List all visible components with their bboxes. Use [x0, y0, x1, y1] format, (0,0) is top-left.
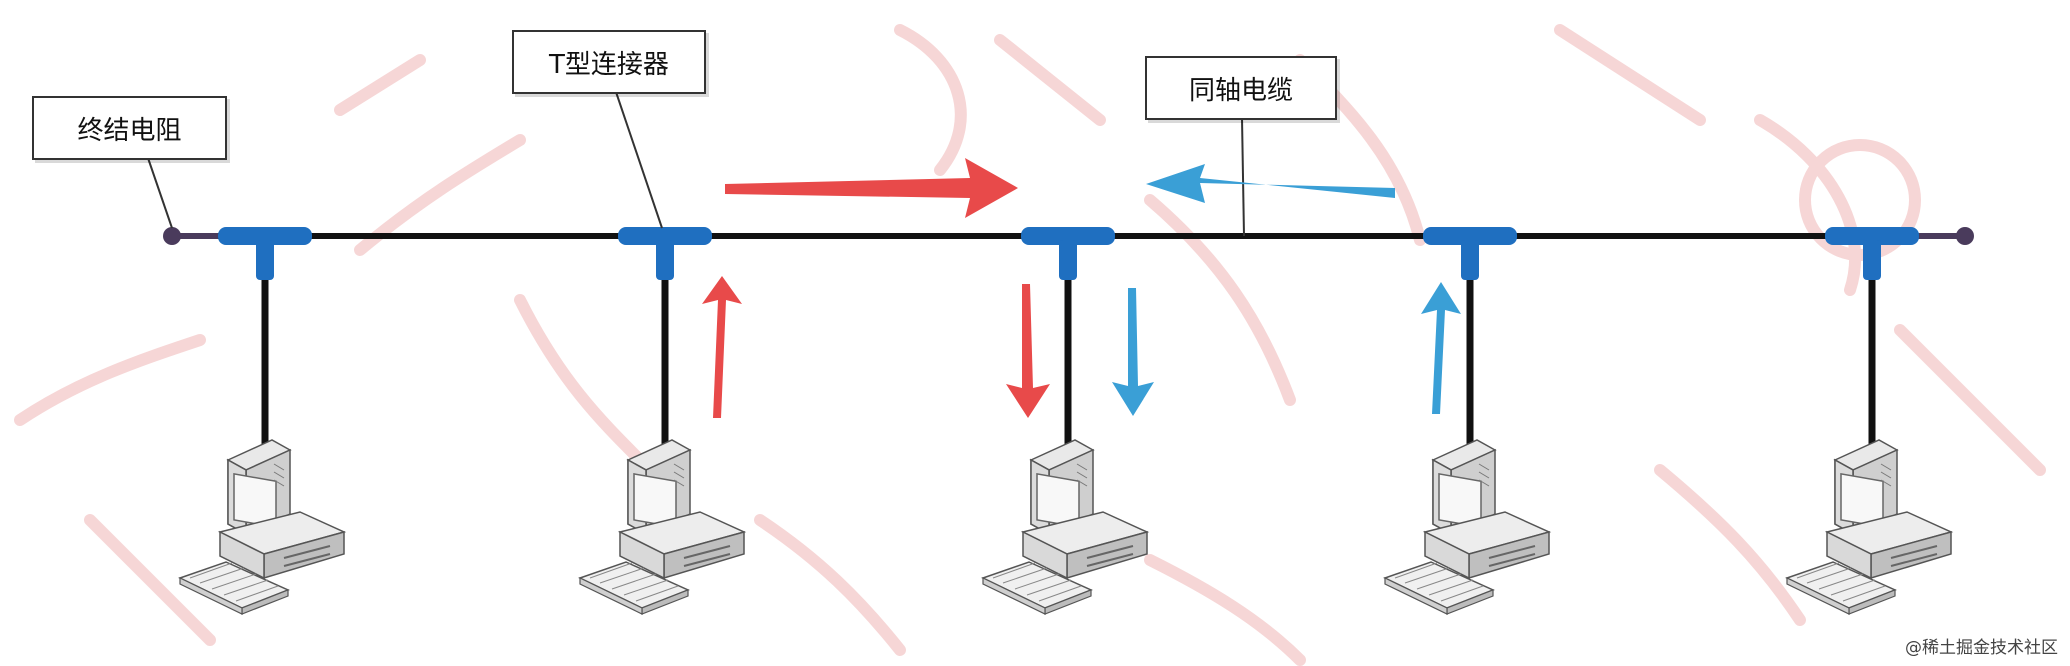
t-connector-icon — [218, 227, 312, 280]
arrow-red-right — [725, 158, 1018, 218]
t-connector-icon — [1825, 227, 1919, 280]
leader-lines — [147, 91, 1245, 237]
red-flow-arrows — [702, 158, 1050, 418]
coax-cable-label: 同轴电缆 — [1145, 56, 1337, 120]
terminator-icon — [1956, 227, 1974, 245]
computer-icon — [1786, 439, 1952, 615]
computer-icon — [1384, 439, 1550, 615]
t-connector-icon — [618, 227, 712, 280]
terminator-label: 终结电阻 — [32, 96, 227, 160]
computer-icon — [579, 439, 745, 615]
t-connectors — [218, 227, 1919, 280]
arrow-blue-up — [1421, 282, 1461, 414]
arrow-blue-down — [1112, 288, 1154, 416]
computer-icon — [179, 439, 345, 615]
arrow-blue-left — [1146, 164, 1395, 203]
arrow-red-down — [1006, 284, 1050, 418]
terminator-icon — [163, 227, 181, 245]
drop-cables — [261, 270, 1876, 455]
t-connector-icon — [1423, 227, 1517, 280]
computer-icon — [982, 439, 1148, 615]
watermark — [14, 24, 2046, 666]
blue-flow-arrows — [1112, 164, 1461, 416]
credit-text: @稀土掘金技术社区 — [1905, 638, 2058, 658]
arrow-red-up — [702, 276, 742, 418]
t-connector-label: T型连接器 — [512, 30, 706, 94]
t-connector-icon — [1021, 227, 1115, 280]
